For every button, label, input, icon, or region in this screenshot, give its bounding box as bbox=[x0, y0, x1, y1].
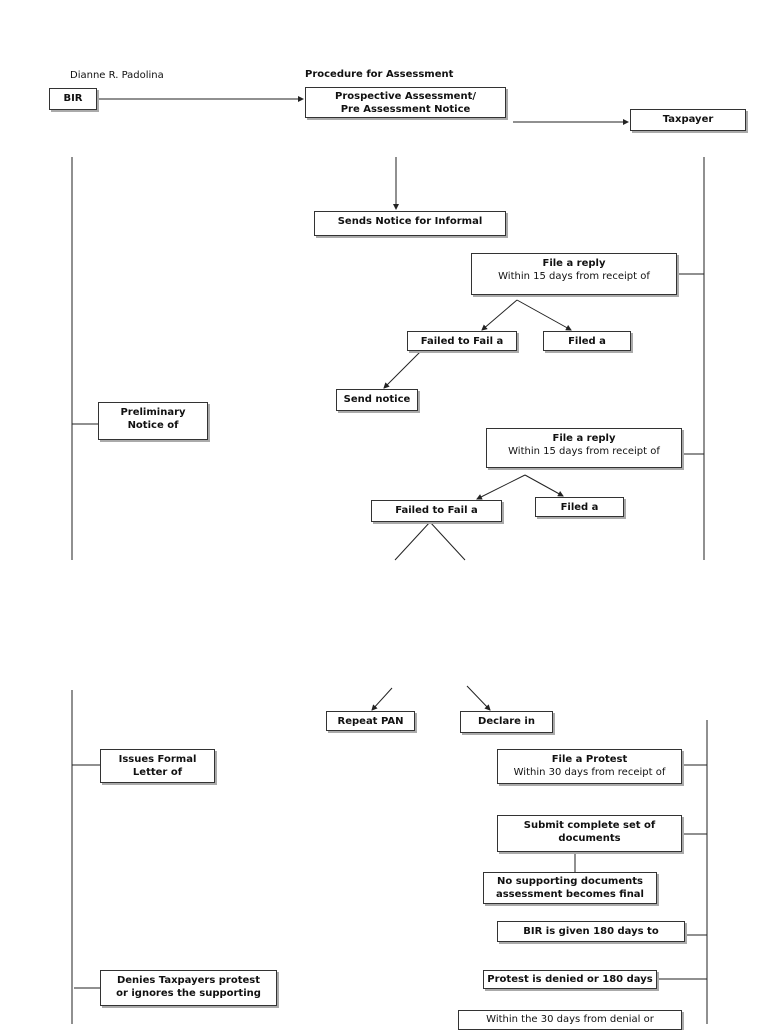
node-failed-1: Failed to Fail a bbox=[407, 331, 517, 351]
node-bir: BIR bbox=[49, 88, 97, 110]
node-failed-2: Failed to Fail a bbox=[371, 500, 502, 522]
node-declare-in: Declare in bbox=[460, 711, 553, 733]
node-filed-2: Filed a bbox=[535, 497, 624, 517]
node-protest-denied: Protest is denied or 180 days bbox=[483, 970, 657, 989]
node-repeat-pan: Repeat PAN bbox=[326, 711, 415, 731]
node-taxpayer: Taxpayer bbox=[630, 109, 746, 131]
node-within-30-days: Within the 30 days from denial or bbox=[458, 1010, 682, 1030]
node-sends-notice: Sends Notice for Informal bbox=[314, 211, 506, 236]
node-prospective-assessment: Prospective Assessment/Pre Assessment No… bbox=[305, 87, 506, 118]
node-filed-1: Filed a bbox=[543, 331, 631, 351]
author-name: Dianne R. Padolina bbox=[70, 70, 164, 81]
node-send-notice: Send notice bbox=[336, 389, 418, 411]
diagram-title: Procedure for Assessment bbox=[305, 69, 454, 80]
node-bir-180-days: BIR is given 180 days to bbox=[497, 921, 685, 942]
